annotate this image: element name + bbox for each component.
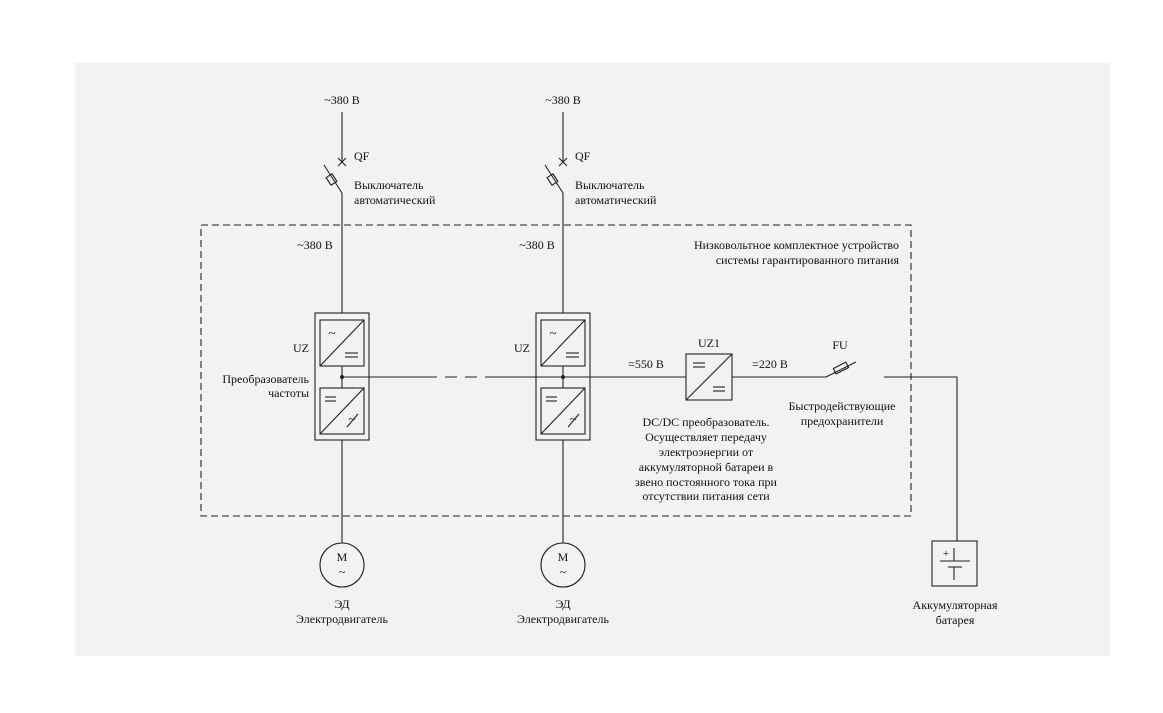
svg-text:~: ~: [328, 325, 335, 340]
svg-text:~: ~: [549, 325, 556, 340]
motor-2-tilde: ~: [560, 565, 567, 579]
dcdc-output-label: =220 В: [752, 357, 788, 371]
fuse-tag: FU: [832, 338, 848, 352]
converter-2-tag: UZ: [514, 341, 530, 355]
battery-plus: +: [943, 548, 949, 560]
diagram-panel: [75, 63, 1110, 656]
dcdc-desc-line4: аккумуляторной батареи в: [639, 460, 774, 474]
motor-2: [540, 542, 586, 588]
breaker-2-tag: QF: [575, 149, 591, 163]
enclosure-label-line2: системы гарантированного питания: [716, 253, 900, 267]
battery: [931, 540, 978, 587]
enclosure-label-line1: Низковольтное комплектное устройство: [694, 238, 899, 252]
feeder-2-inner-supply-label: ~380 В: [519, 238, 555, 252]
motor-1-label: Электродвигатель: [296, 612, 388, 626]
breaker-1-label-line2: автоматический: [354, 193, 436, 207]
fuse-fu: [825, 361, 857, 378]
feeder-1-supply-label: ~380 В: [324, 93, 360, 107]
feeder-1-inner-supply-label: ~380 В: [297, 238, 333, 252]
feeder-2: ~380 В QF Выключатель автоматический ~38…: [514, 93, 657, 626]
converter-1-label-line1: Преобразователь: [222, 372, 309, 386]
motor-2-tag: ЭД: [555, 597, 570, 611]
fuse-label-line2: предохранители: [801, 414, 884, 428]
dcdc-tag: UZ1: [698, 336, 720, 350]
battery-label-line1: Аккумуляторная: [913, 598, 998, 612]
converter-1-label-line2: частоты: [268, 386, 309, 400]
dcdc-desc-line5: звено постоянного тока при: [635, 475, 777, 489]
dc-bus-label: =550 В: [628, 357, 664, 371]
feeder-2-supply-label: ~380 В: [545, 93, 581, 107]
converter-1-tag: UZ: [293, 341, 309, 355]
dcdc-desc-line1: DC/DC преобразователь.: [642, 415, 769, 429]
dcdc-desc-line2: Осуществляет передачу: [645, 430, 767, 444]
feeder-1: ~380 В QF Выключатель автоматический ~38…: [222, 93, 436, 626]
breaker-qf-2: [544, 157, 568, 194]
dcdc-desc-line6: отсутствии питания сети: [642, 489, 770, 503]
breaker-qf-1: [323, 157, 347, 194]
breaker-2-label-line2: автоматический: [575, 193, 657, 207]
enclosure-boundary: [200, 224, 912, 517]
breaker-1-tag: QF: [354, 149, 370, 163]
breaker-1-label-line1: Выключатель: [354, 178, 424, 192]
motor-2-label: Электродвигатель: [517, 612, 609, 626]
frequency-converter-1: ~ ~: [314, 312, 370, 441]
fuse-label-line1: Быстродействующие: [789, 399, 896, 413]
motor-2-symbol: М: [558, 550, 569, 564]
svg-text:~: ~: [569, 411, 576, 426]
motor-1-symbol: М: [337, 550, 348, 564]
dcdc-converter-uz1: [685, 353, 733, 401]
svg-text:~: ~: [348, 411, 355, 426]
battery-label-line2: батарея: [936, 613, 975, 627]
motor-1-tag: ЭД: [334, 597, 349, 611]
frequency-converter-2: ~ ~: [535, 312, 591, 441]
motor-1: [319, 542, 365, 588]
dcdc-desc-line3: электроэнергии от: [659, 445, 754, 459]
breaker-2-label-line1: Выключатель: [575, 178, 645, 192]
motor-1-tilde: ~: [339, 565, 346, 579]
